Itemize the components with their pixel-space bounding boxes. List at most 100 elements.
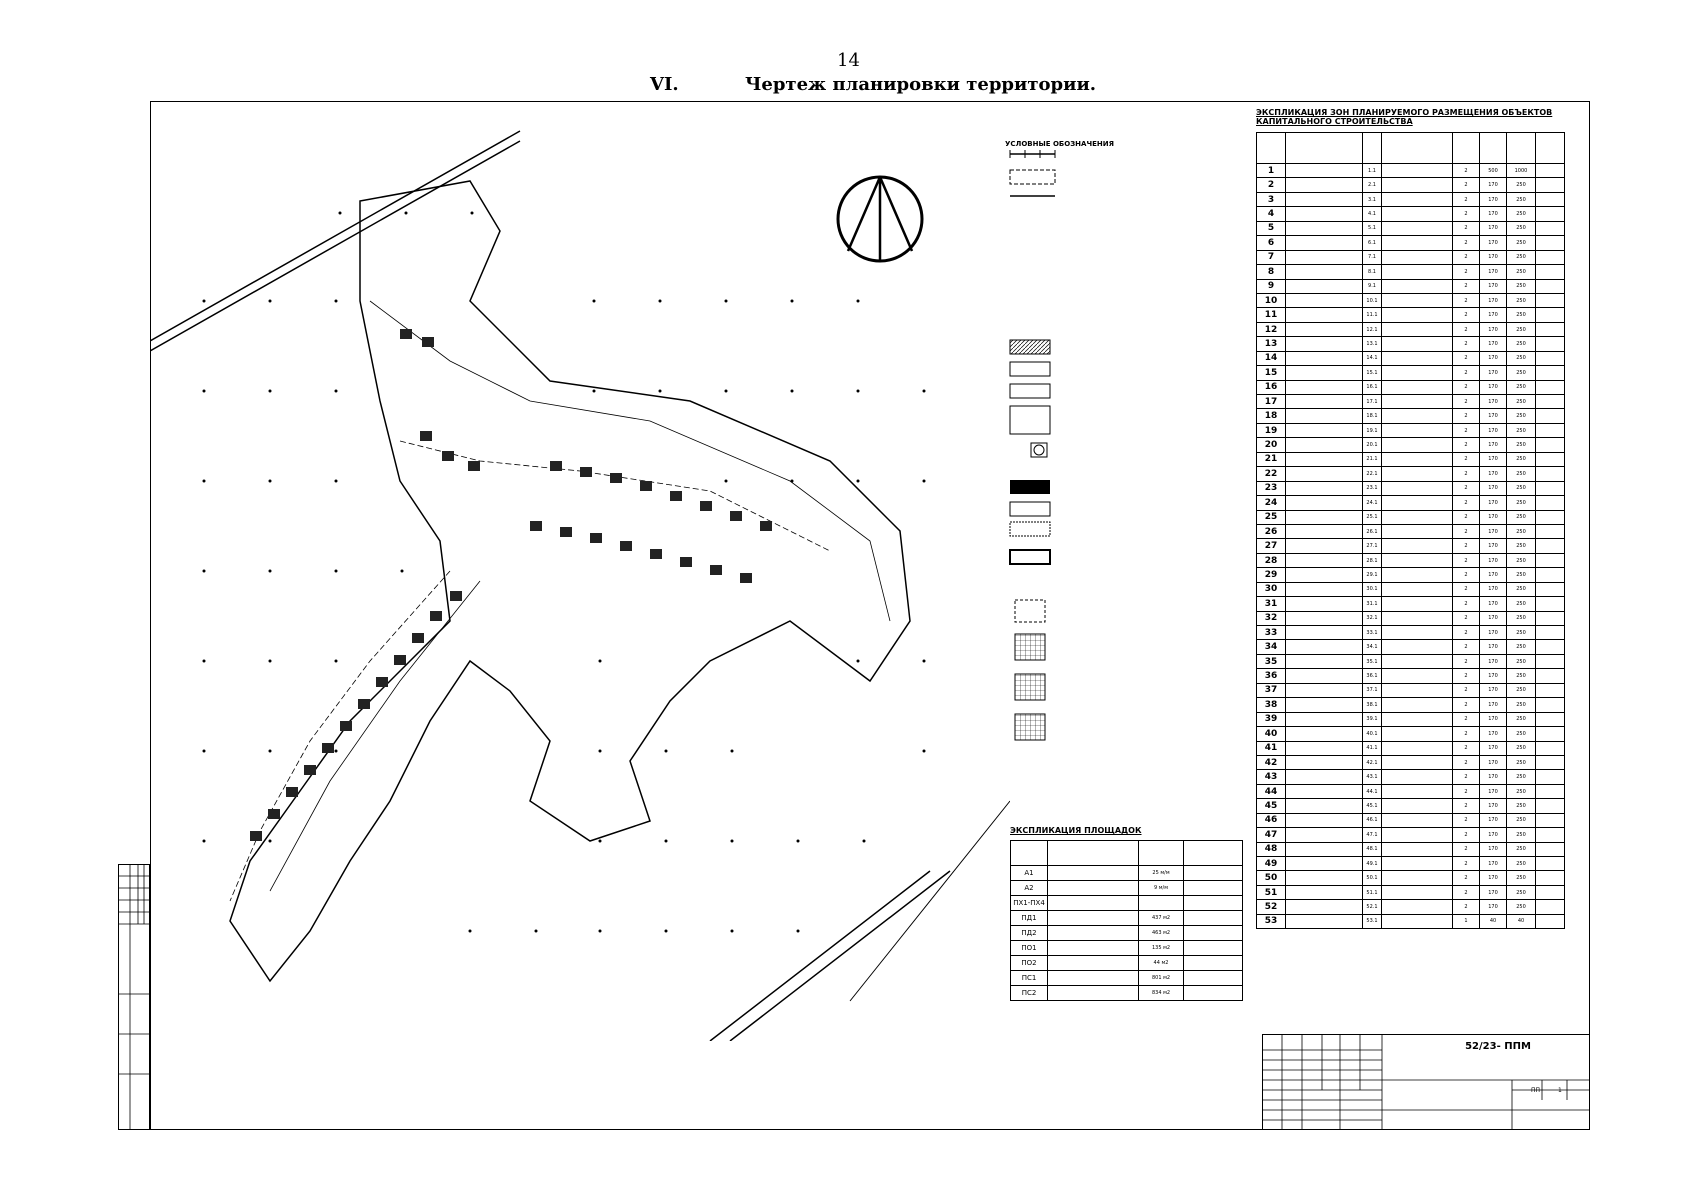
- oks-name: [1381, 855, 1453, 872]
- zone-number: 28: [1256, 552, 1286, 569]
- zone-value-b: 250: [1506, 769, 1536, 785]
- zone-name: [1285, 162, 1363, 179]
- zone-floors: 2: [1452, 307, 1480, 323]
- zone-name: [1285, 783, 1363, 800]
- zone-value-a: 170: [1479, 754, 1507, 771]
- zone-name: [1285, 552, 1363, 569]
- zone-name: [1285, 480, 1363, 497]
- zone-note: [1535, 408, 1565, 424]
- oks-name: [1381, 480, 1453, 497]
- site-name: [1047, 925, 1139, 941]
- zone-number: 17: [1256, 393, 1286, 410]
- zone-note: [1535, 668, 1565, 684]
- oks-name: [1381, 812, 1453, 829]
- zone-number: 37: [1256, 682, 1286, 699]
- zone-floors: 2: [1452, 336, 1480, 352]
- oks-name: [1381, 581, 1453, 598]
- zone-number: 11: [1256, 307, 1286, 323]
- zone-value-b: 250: [1506, 408, 1536, 424]
- oks-name: [1381, 365, 1453, 381]
- zone-code: 38.1: [1362, 697, 1382, 713]
- oks-name: [1381, 495, 1453, 511]
- zone-number: 4: [1256, 206, 1286, 222]
- zone-value-b: 250: [1506, 393, 1536, 410]
- zone-value-b: 250: [1506, 884, 1536, 901]
- zone-note: [1535, 206, 1565, 222]
- zone-value-b: 250: [1506, 437, 1536, 453]
- zone-name: [1285, 350, 1363, 367]
- zone-number: 32: [1256, 610, 1286, 627]
- zone-note: [1535, 855, 1565, 872]
- zone-number: 27: [1256, 538, 1286, 554]
- zone-name: [1285, 336, 1363, 352]
- oks-name: [1381, 610, 1453, 627]
- zone-name: [1285, 639, 1363, 655]
- zone-note: [1535, 812, 1565, 829]
- oks-name: [1381, 538, 1453, 554]
- zone-code: 51.1: [1362, 884, 1382, 901]
- site-note: [1183, 910, 1243, 926]
- zone-floors: 2: [1452, 206, 1480, 222]
- zone-note: [1535, 350, 1565, 367]
- zone-note: [1535, 798, 1565, 814]
- oks-name: [1381, 509, 1453, 525]
- zone-value-b: 250: [1506, 899, 1536, 915]
- oks-name: [1381, 422, 1453, 439]
- site-name: [1047, 880, 1139, 896]
- zone-floors: 2: [1452, 480, 1480, 497]
- zone-name: [1285, 610, 1363, 627]
- section-title: Чертеж планировки территории.: [744, 74, 1097, 95]
- zone-floors: 2: [1452, 523, 1480, 540]
- zone-number: 25: [1256, 509, 1286, 525]
- zone-value-a: 170: [1479, 523, 1507, 540]
- zone-floors: 2: [1452, 466, 1480, 482]
- zone-floors: 2: [1452, 870, 1480, 886]
- zone-note: [1535, 162, 1565, 179]
- site-code: ПО2: [1010, 955, 1048, 971]
- site-area: 135 м2: [1138, 940, 1184, 956]
- zone-number: 29: [1256, 567, 1286, 583]
- zone-code: 30.1: [1362, 581, 1382, 598]
- zone-value-a: 170: [1479, 480, 1507, 497]
- zone-floors: 2: [1452, 639, 1480, 655]
- zone-code: 6.1: [1362, 235, 1382, 251]
- zone-value-b: 250: [1506, 523, 1536, 540]
- zone-code: 11.1: [1362, 307, 1382, 323]
- zone-value-b: 250: [1506, 495, 1536, 511]
- territory-plan-map: [150, 130, 1010, 1041]
- zone-code: 29.1: [1362, 567, 1382, 583]
- zone-value-b: 250: [1506, 365, 1536, 381]
- zone-code: 8.1: [1362, 264, 1382, 280]
- zone-value-a: 170: [1479, 437, 1507, 453]
- site-note: [1183, 940, 1243, 956]
- zone-number: 35: [1256, 653, 1286, 670]
- zone-number: 31: [1256, 596, 1286, 612]
- zone-code: 15.1: [1362, 365, 1382, 381]
- zone-note: [1535, 437, 1565, 453]
- zone-value-b: 250: [1506, 552, 1536, 569]
- site-area: 9 м/м: [1138, 880, 1184, 896]
- site-code: ПО1: [1010, 940, 1048, 956]
- sheet-value: 1: [1558, 1087, 1562, 1094]
- table-row: ПО1 135 м2: [1010, 940, 1243, 956]
- oks-name: [1381, 408, 1453, 424]
- zone-code: 32.1: [1362, 610, 1382, 627]
- zone-code: 43.1: [1362, 769, 1382, 785]
- zone-note: [1535, 552, 1565, 569]
- zone-floors: 2: [1452, 220, 1480, 237]
- zone-value-a: 170: [1479, 408, 1507, 424]
- zone-note: [1535, 365, 1565, 381]
